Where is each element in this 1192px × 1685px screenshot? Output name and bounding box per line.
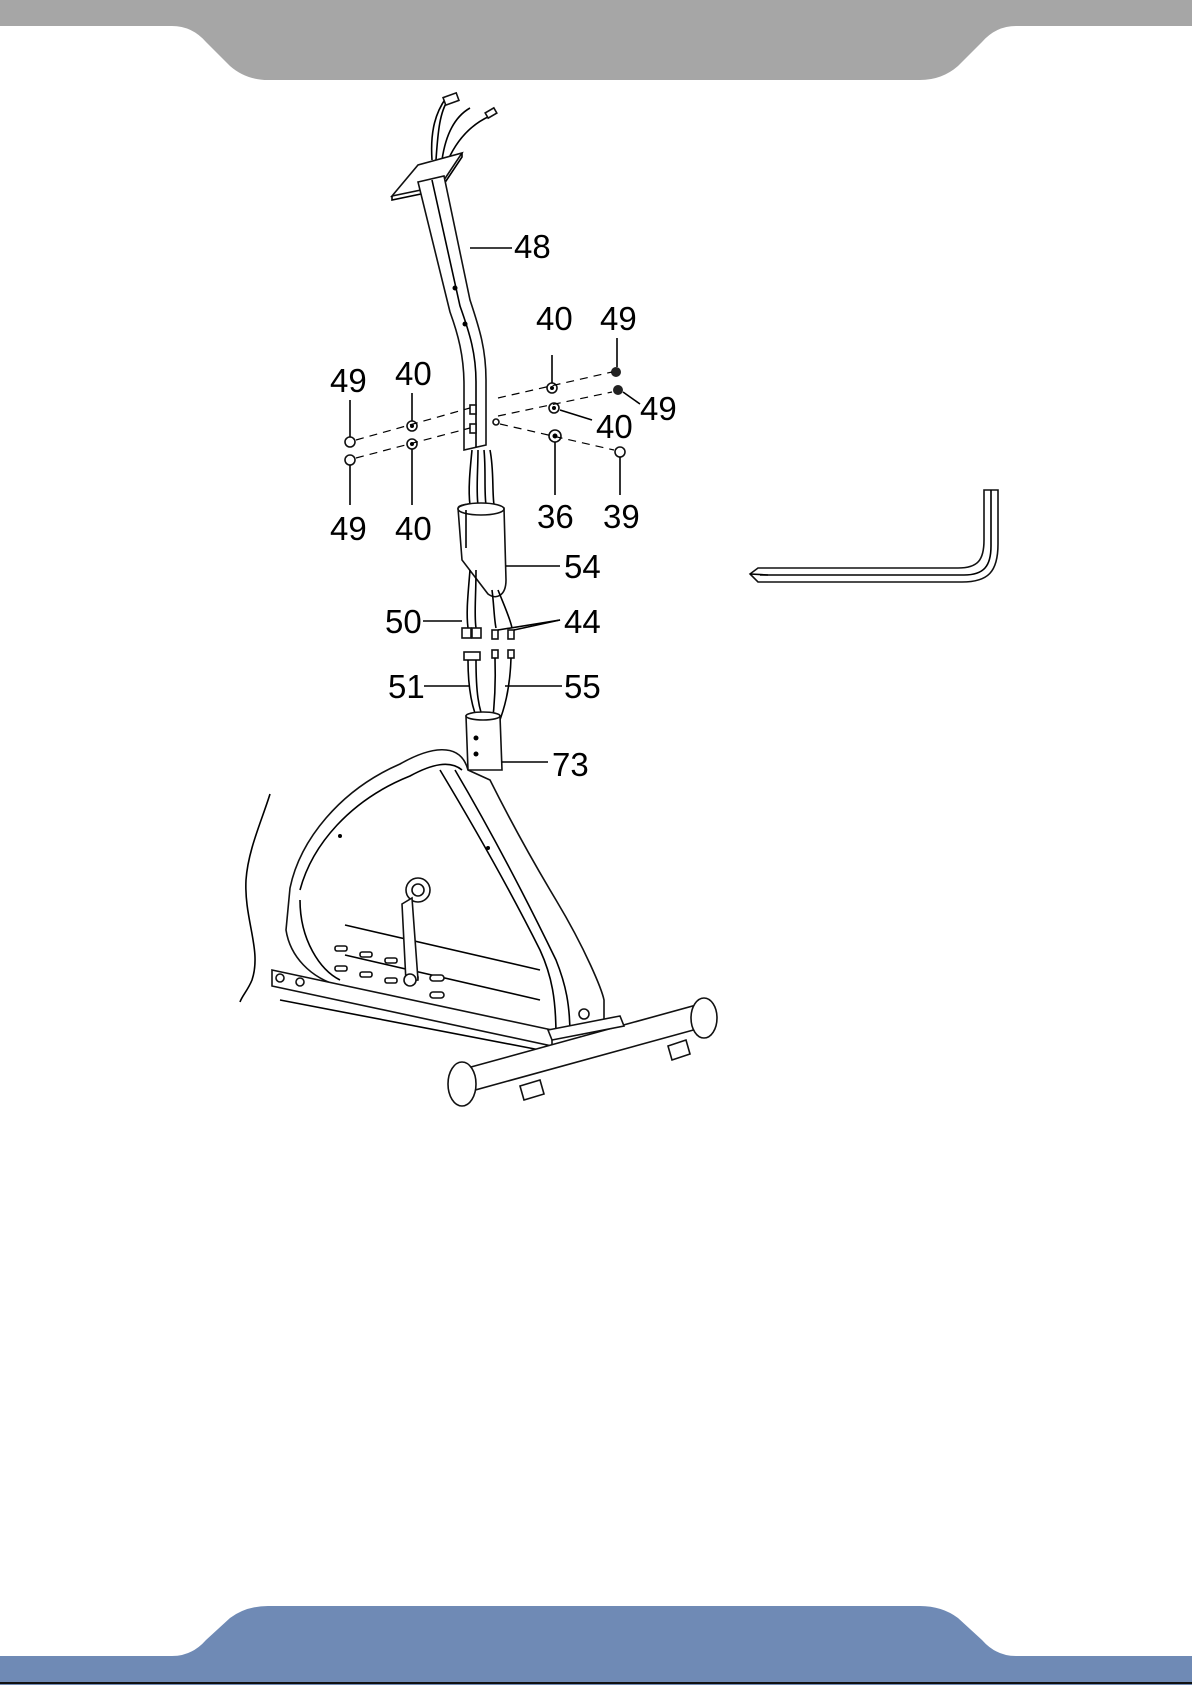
lower-tube bbox=[466, 712, 502, 770]
callout-50: 50 bbox=[385, 603, 422, 640]
callout-73: 73 bbox=[552, 746, 589, 783]
callout-49-left-bottom: 49 bbox=[330, 510, 367, 547]
bolt-49-right-mid bbox=[613, 385, 623, 395]
bolt-39 bbox=[615, 447, 625, 457]
upright-wires-bottom bbox=[469, 450, 494, 505]
callout-labels: 48 49 40 49 40 49 40 49 40 36 39 54 50 4… bbox=[330, 228, 677, 783]
callout-49-left-top: 49 bbox=[330, 362, 367, 399]
upright-post bbox=[418, 176, 499, 450]
bike-frame bbox=[240, 750, 717, 1106]
callout-49-top-right: 49 bbox=[600, 300, 637, 337]
callout-39: 39 bbox=[603, 498, 640, 535]
callout-54: 54 bbox=[564, 548, 601, 585]
callout-51: 51 bbox=[388, 668, 425, 705]
bolt-49-left-bottom bbox=[345, 455, 355, 465]
connectors-upper bbox=[462, 628, 514, 639]
upright-wires-top bbox=[432, 93, 497, 160]
callout-48: 48 bbox=[514, 228, 551, 265]
callout-40-top-right: 40 bbox=[536, 300, 573, 337]
header-band bbox=[0, 0, 1192, 80]
allen-key-tool bbox=[750, 490, 998, 582]
bolt-49-left-top bbox=[345, 437, 355, 447]
callout-49-mid-right: 49 bbox=[640, 390, 677, 427]
callout-40-left-bottom: 40 bbox=[395, 510, 432, 547]
footer-band bbox=[0, 1606, 1192, 1685]
bolt-49-right-top bbox=[611, 367, 621, 377]
callout-40-left-top: 40 bbox=[395, 355, 432, 392]
callout-55: 55 bbox=[564, 668, 601, 705]
callout-36: 36 bbox=[537, 498, 574, 535]
post-cover bbox=[458, 503, 506, 597]
callout-44: 44 bbox=[564, 603, 601, 640]
callout-40-mid-right: 40 bbox=[596, 408, 633, 445]
